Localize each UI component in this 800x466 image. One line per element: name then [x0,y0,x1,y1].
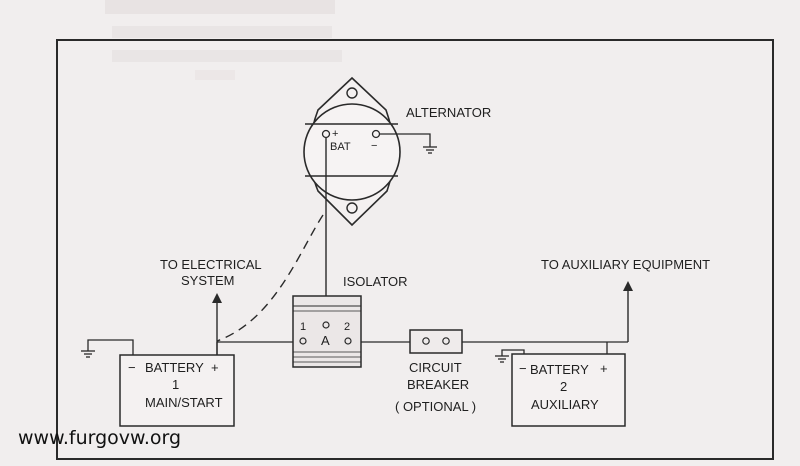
alternator-minus-label: − [371,140,377,152]
alternator-label: ALTERNATOR [406,105,491,120]
bleed-through-text [105,0,342,80]
battery1-ground-icon [81,339,134,358]
battery-2: − + BATTERY 2 AUXILIARY [511,353,626,427]
battery2-minus: − [519,361,527,376]
isolator-terminal-1: 1 [300,321,306,333]
breaker-label-line1: CIRCUIT [409,360,462,375]
battery2-label-line1: BATTERY [530,362,589,377]
circuit-breaker [409,329,463,354]
dashed-optional-wire [216,214,324,342]
to-electrical-label-line2: SYSTEM [181,273,234,288]
breaker-label-line2: BREAKER [407,377,469,392]
battery2-plus: + [600,361,608,376]
alternator: + − BAT [303,76,401,227]
battery2-label-line3: AUXILIARY [531,397,599,412]
battery1-label-line3: MAIN/START [145,395,223,410]
battery1-label-line1: BATTERY [145,360,204,375]
bat-terminal-label: BAT [330,141,351,153]
breaker-label-line3: ( OPTIONAL ) [395,399,476,414]
watermark-text: www.furgovw.org [18,427,181,449]
diagram-frame [56,39,774,460]
alternator-plus-label: + [332,128,338,140]
battery2-ground-icon [495,349,525,363]
to-auxiliary-arrow [623,281,633,342]
battery2-label-line2: 2 [560,379,567,394]
battery-1: − + BATTERY 1 MAIN/START [119,354,235,427]
isolator-terminal-2: 2 [344,321,350,333]
to-electrical-label-line1: TO ELECTRICAL [160,257,262,272]
battery1-plus: + [211,360,219,375]
battery1-label-line2: 1 [172,377,179,392]
battery1-minus: − [128,360,136,375]
alternator-ground-icon [380,133,437,154]
isolator-terminal-a: A [321,333,330,348]
to-auxiliary-label: TO AUXILIARY EQUIPMENT [541,257,710,272]
isolator-label: ISOLATOR [343,274,408,289]
isolator: 1 2 A [292,295,362,368]
